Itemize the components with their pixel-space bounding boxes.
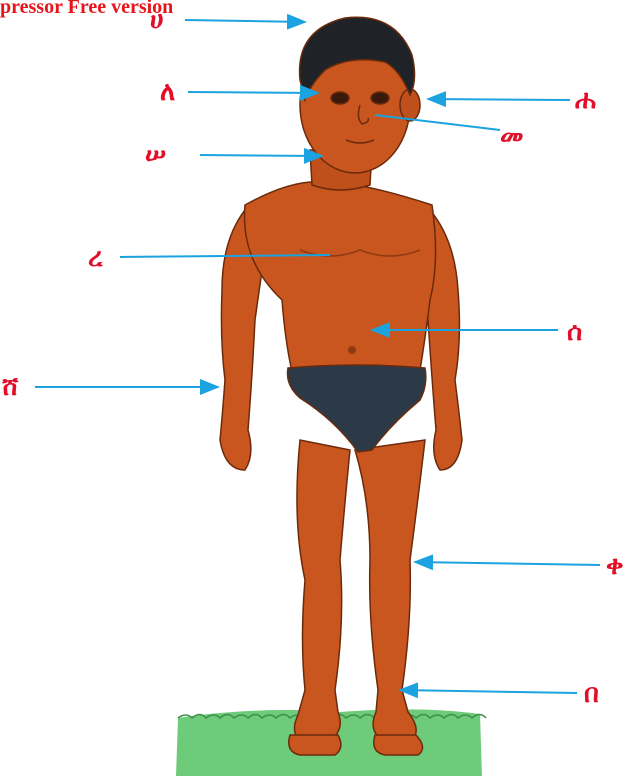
torso xyxy=(244,182,435,372)
pointer-ankle xyxy=(400,690,577,693)
left-foot xyxy=(289,735,341,755)
briefs xyxy=(288,365,426,452)
label-arm: ሸ xyxy=(1,372,19,402)
right-leg xyxy=(355,440,425,740)
eye-right-shape xyxy=(371,92,389,104)
right-foot xyxy=(374,735,423,755)
label-chest: ረ xyxy=(88,243,103,273)
pointer-hair xyxy=(185,20,305,22)
label-knee: ቀ xyxy=(606,551,623,581)
watermark-text: pressor Free version xyxy=(0,0,173,19)
boy-figure xyxy=(220,17,462,755)
pointer-eye xyxy=(188,92,318,93)
label-ankle: በ xyxy=(584,679,599,709)
label-nose: መ xyxy=(500,121,524,151)
label-ear: ሐ xyxy=(575,85,596,115)
pointer-knee xyxy=(415,562,600,565)
label-neck: ሠ xyxy=(145,140,166,170)
label-stomach: ሰ xyxy=(567,317,582,347)
pointer-neck xyxy=(200,155,322,156)
label-eye: ለ xyxy=(160,77,175,107)
navel xyxy=(348,346,356,354)
left-leg xyxy=(294,440,350,740)
eye-left-shape xyxy=(331,92,349,104)
pointer-ear xyxy=(428,99,570,100)
